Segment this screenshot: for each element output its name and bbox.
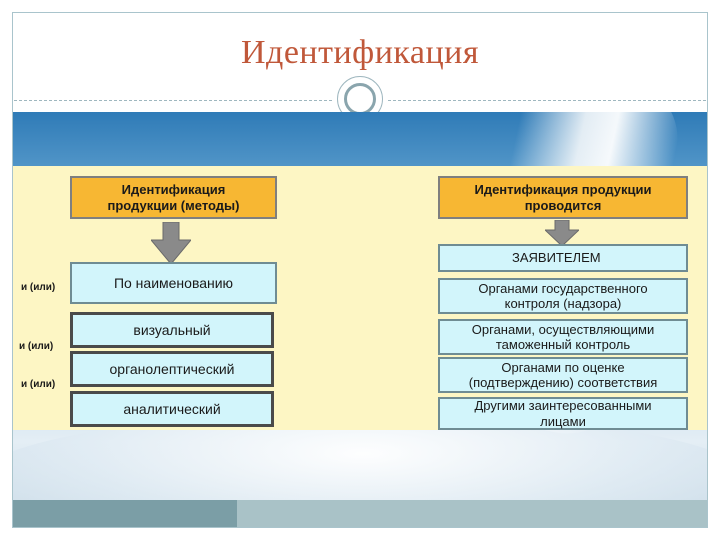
method-label: По наименованию xyxy=(113,274,234,291)
right-header-box: Идентификация продукции проводится xyxy=(438,176,688,219)
method-box-visual: визуальный xyxy=(70,312,274,348)
connector-label: и (или) xyxy=(21,282,56,293)
method-label: органолептический xyxy=(109,360,235,377)
performer-box-other: Другими заинтересованными лицами xyxy=(438,397,688,430)
left-down-arrow-icon xyxy=(151,222,191,264)
title-divider-right xyxy=(388,100,706,101)
connector-label: и (или) xyxy=(19,341,54,352)
title-divider-left xyxy=(14,100,332,101)
method-box-organoleptic: органолептический xyxy=(70,351,274,387)
performer-box-applicant: ЗАЯВИТЕЛЕМ xyxy=(438,244,688,272)
performer-label: Органами, осуществляющими таможенный кон… xyxy=(471,321,655,352)
connector-label: и (или) xyxy=(21,379,56,390)
footer-band xyxy=(13,500,707,527)
method-box-name: По наименованию xyxy=(70,262,277,304)
method-label: аналитический xyxy=(123,400,221,417)
performer-label: ЗАЯВИТЕЛЕМ xyxy=(512,250,601,266)
performer-box-conformity: Органами по оценке (подтверждению) соотв… xyxy=(438,357,688,393)
diagram-panel: Идентификация продукции (методы) По наим… xyxy=(13,166,707,430)
method-box-analytical: аналитический xyxy=(70,391,274,427)
slide-title: Идентификация xyxy=(240,34,480,71)
performer-label: Органами по оценке (подтверждению) соотв… xyxy=(468,359,658,390)
performer-box-state-control: Органами государственного контроля (надз… xyxy=(438,278,688,314)
performer-label: Другими заинтересованными лицами xyxy=(474,398,652,429)
right-down-arrow-icon xyxy=(545,220,579,246)
method-label: визуальный xyxy=(133,321,211,338)
performer-label: Органами государственного контроля (надз… xyxy=(478,280,648,311)
left-header-text: Идентификация продукции (методы) xyxy=(107,182,240,213)
left-header-box: Идентификация продукции (методы) xyxy=(70,176,277,219)
performer-box-customs: Органами, осуществляющими таможенный кон… xyxy=(438,319,688,355)
right-header-text: Идентификация продукции проводится xyxy=(474,182,652,213)
